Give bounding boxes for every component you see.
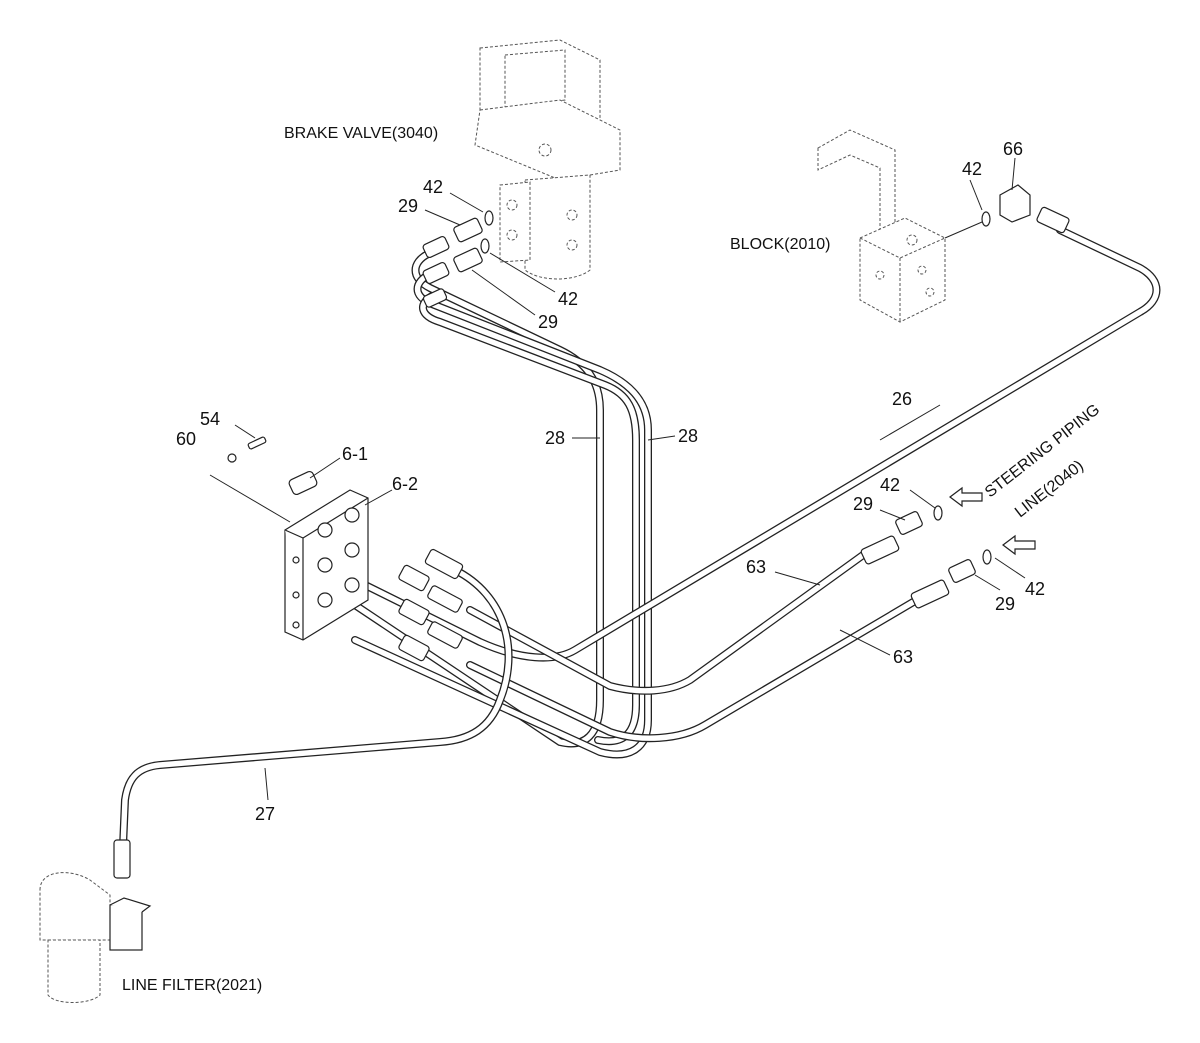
part-label-42: 42: [962, 159, 982, 179]
leader-lines: [209, 157, 1026, 801]
part-label-29: 29: [853, 494, 873, 514]
part-label-28: 28: [545, 428, 565, 448]
part-label-66: 66: [1003, 139, 1023, 159]
part-label-42: 42: [1025, 579, 1045, 599]
part-label-63: 63: [893, 647, 913, 667]
part-number-labels: 42 29 42 29 42 66 54 60 6-1 6-2 28 28 26…: [176, 139, 1045, 824]
part-label-6-2: 6-2: [392, 474, 418, 494]
part-label-54: 54: [200, 409, 220, 429]
adapters-and-orings: [227, 184, 1031, 583]
line-filter-part: [39, 872, 152, 1003]
hose-63-lower: [466, 594, 924, 743]
part-label-28: 28: [678, 426, 698, 446]
part-label-63: 63: [746, 557, 766, 577]
part-label-42: 42: [880, 475, 900, 495]
part-label-6-1: 6-1: [342, 444, 368, 464]
hose-28-right: [351, 270, 652, 759]
part-label-29: 29: [538, 312, 558, 332]
bracket-part: [284, 489, 369, 641]
part-label-42: 42: [423, 177, 443, 197]
hose-27: [118, 566, 513, 874]
part-label-60: 60: [176, 429, 196, 449]
block-label: BLOCK(2010): [730, 236, 831, 253]
block-part: [817, 129, 946, 323]
part-label-26: 26: [892, 389, 912, 409]
part-label-27: 27: [255, 804, 275, 824]
line-filter-label: LINE FILTER(2021): [122, 977, 262, 994]
brake-valve-part: [474, 39, 621, 280]
hose-63-upper: [466, 546, 874, 695]
component-labels: BRAKE VALVE(3040) BLOCK(2010) STEERING P…: [122, 125, 1103, 994]
part-label-42: 42: [558, 289, 578, 309]
part-label-29: 29: [995, 594, 1015, 614]
flow-arrows: [949, 486, 1036, 556]
brake-valve-label: BRAKE VALVE(3040): [284, 125, 438, 142]
hose-fittings: [113, 206, 1070, 879]
part-label-29: 29: [398, 196, 418, 216]
